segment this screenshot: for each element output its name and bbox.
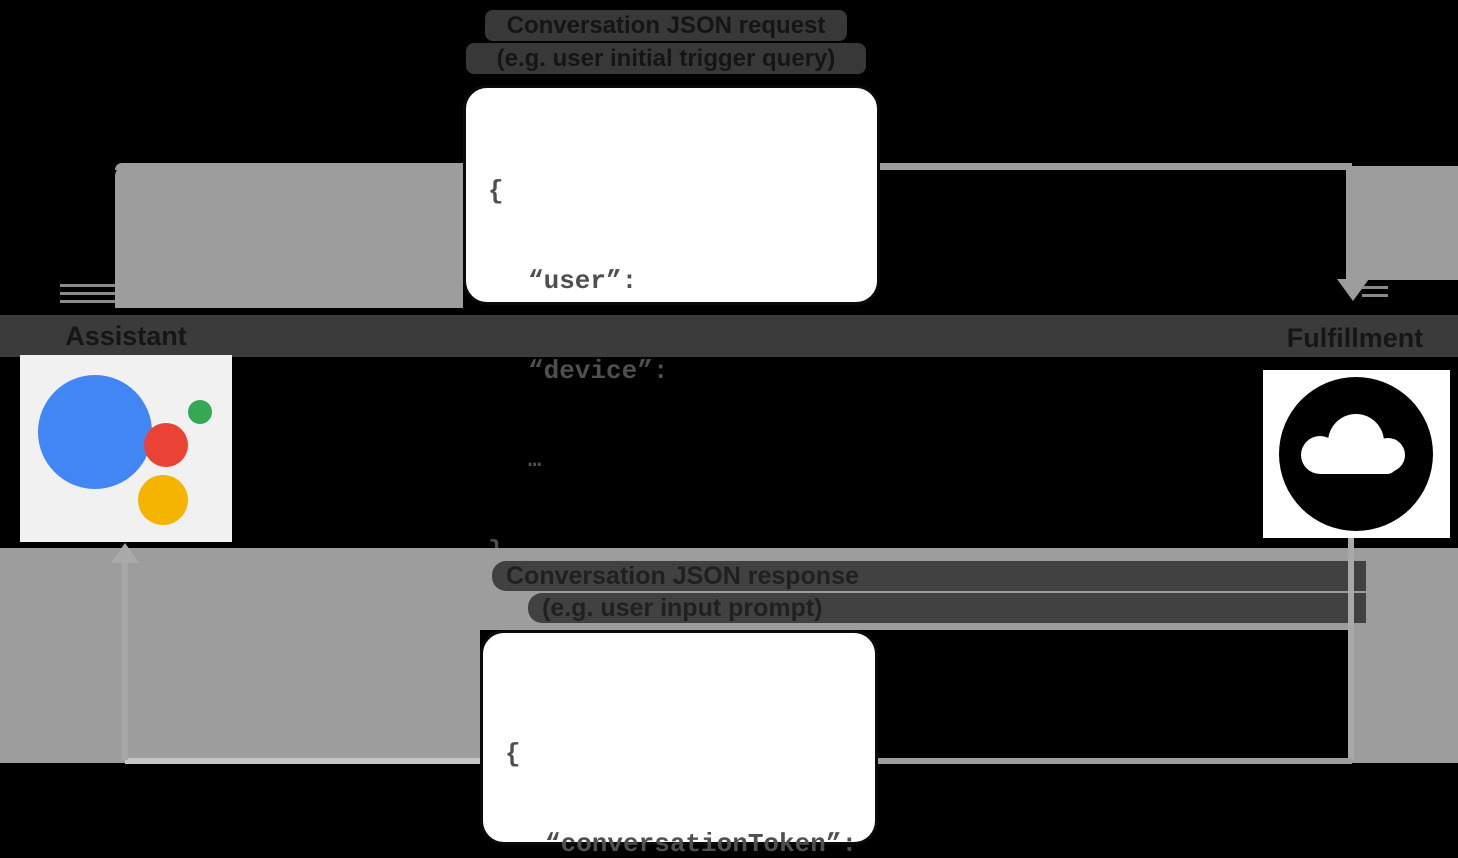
response-arrow-fill-left: [0, 548, 480, 763]
assistant-actor-box: [20, 355, 232, 542]
assistant-blue-circle: [38, 375, 152, 489]
response-title-line2: (e.g. user input prompt): [528, 593, 1366, 623]
request-json-callout: { “user”: “device”: … }: [463, 85, 880, 566]
response-arrow-line: [480, 758, 1352, 764]
response-title-line1: Conversation JSON response: [492, 561, 1366, 591]
actor-label-band: [0, 315, 1458, 357]
code-line: “device”:: [528, 356, 669, 386]
arrow-streak: [60, 292, 115, 295]
code-line: {: [488, 176, 504, 206]
response-arrow-line-left: [125, 758, 480, 764]
response-arrow-vertical-left: [122, 560, 128, 760]
response-json-callout: { “conversationToken”: “userStorage”: … …: [480, 630, 878, 858]
request-arrow-fill-left: [115, 166, 463, 308]
assistant-label: Assistant: [65, 321, 187, 351]
request-title-line1: Conversation JSON request: [485, 10, 847, 41]
assistant-red-circle: [144, 423, 188, 467]
arrow-streak: [1362, 294, 1388, 297]
response-arrowhead-icon: [111, 543, 139, 563]
code-line: “conversationToken”:: [545, 829, 858, 858]
cloud-icon-base: [1313, 452, 1397, 474]
request-arrowhead-icon: [1337, 279, 1369, 301]
arrow-streak: [1362, 286, 1388, 289]
response-arrow-fill-right: [1352, 548, 1458, 763]
arrow-streak: [60, 300, 115, 303]
arrow-streak: [60, 284, 115, 287]
response-arrow-vertical-right: [1348, 538, 1354, 760]
code-line: …: [528, 448, 542, 473]
request-title-line2: (e.g. user initial trigger query): [466, 43, 866, 74]
fulfillment-label: Fulfillment: [1286, 323, 1424, 353]
request-arrow-fill-right: [1346, 166, 1458, 280]
assistant-yellow-circle: [138, 475, 188, 525]
fulfillment-actor-box: [1263, 370, 1450, 538]
code-line: “user”:: [528, 266, 638, 296]
code-line: {: [505, 739, 521, 769]
assistant-green-circle: [188, 400, 212, 424]
